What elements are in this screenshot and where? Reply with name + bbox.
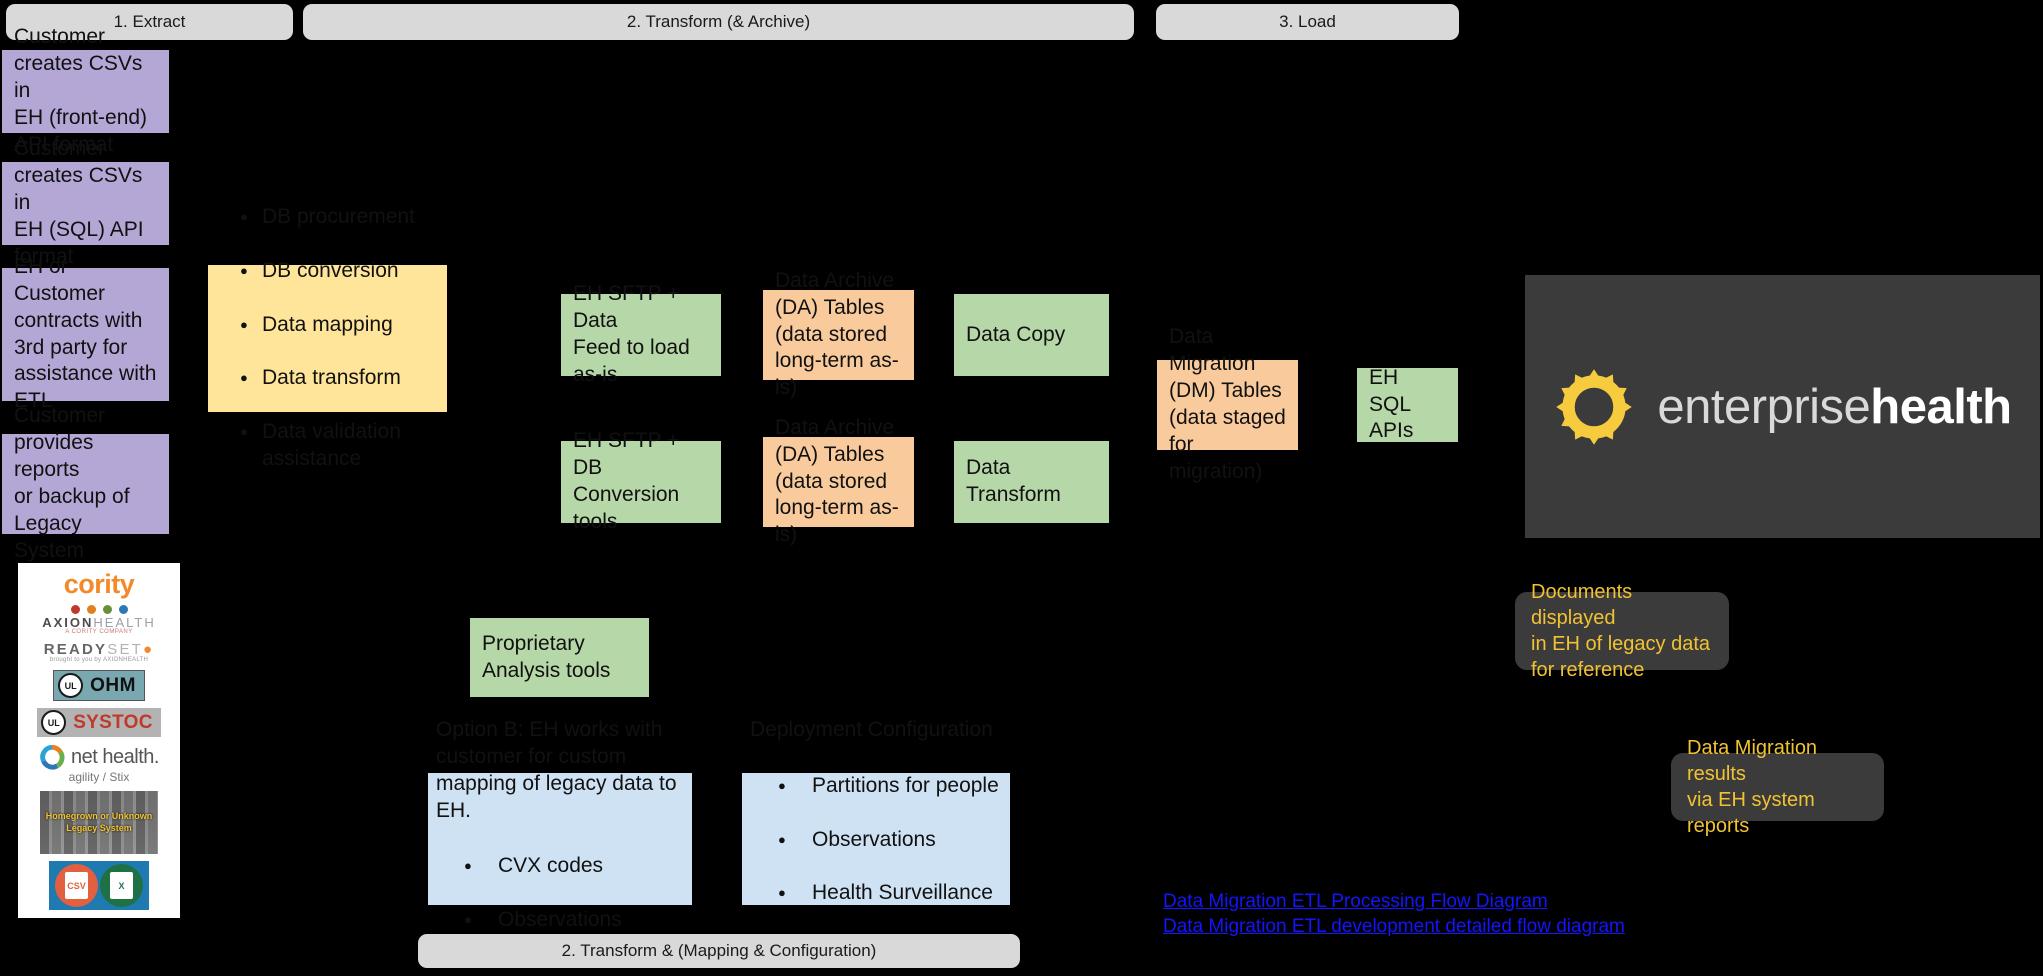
systoc-wordmark: SYSTOC [73, 711, 153, 733]
option-b-item: CVX codes [442, 853, 684, 880]
server-rack-icon [40, 791, 158, 854]
transform-box-da-tables-2[interactable]: Data Archive (DA) Tables (data stored lo… [763, 416, 914, 546]
nethealth-ring-icon [40, 744, 65, 770]
transform-box-da-tables-1[interactable]: Data Archive (DA) Tables (data stored lo… [763, 269, 914, 399]
axion-tagline: A CORITY COMPANY [65, 629, 133, 635]
brand-word-bold: health [1870, 379, 2012, 434]
transform-box-proprietary-analysis[interactable]: Proprietary Analysis tools [470, 618, 649, 697]
third-party-service-item: DB procurement [240, 204, 441, 231]
extract-box-csv-frontend-text: Customer creates CSVs in EH (front-end) … [14, 25, 148, 156]
ul-mark-icon: UL [41, 710, 67, 735]
readyset-logo: READYSET● brought to you by AXIONHEALTH [44, 642, 155, 663]
readyset-suffix: SET [107, 641, 144, 658]
deployment-configuration-panel[interactable]: Deployment Configuration Partitions for … [742, 718, 1010, 958]
third-party-services-list: DB procurement DB conversion Data mappin… [214, 177, 441, 500]
csv-excel-icons: CSV X [49, 861, 149, 910]
transform-box-sftp-dbconv-text: EH SFTP + DB Conversion tools [573, 429, 680, 533]
load-box-dm-tables[interactable]: Data Migration (DM) Tables (data staged … [1157, 325, 1298, 483]
transform-box-data-transform-text: Data Transform [966, 456, 1061, 506]
link-processing-flow-diagram[interactable]: Data Migration ETL Processing Flow Diagr… [1163, 891, 1548, 912]
phase-label-extract: 1. Extract [113, 11, 186, 31]
extract-box-csv-sql[interactable]: Customer creates CSVs in EH (SQL) API fo… [2, 137, 169, 268]
deployment-configuration-item: Partitions for people [756, 773, 1002, 800]
csv-file-icon: CSV [55, 864, 98, 907]
ohm-wordmark: OHM [90, 674, 136, 696]
link-detailed-flow-diagram[interactable]: Data Migration ETL development detailed … [1163, 915, 1625, 937]
phase-pill-transform[interactable]: 2. Transform (& Archive) [303, 4, 1134, 40]
transform-box-sftp-datafeed-text: EH SFTP + Data Feed to load as-is [573, 282, 690, 386]
transform-box-da-tables-1-text: Data Archive (DA) Tables (data stored lo… [775, 268, 899, 400]
option-b-title: Option B: EH works with customer for cus… [436, 718, 677, 822]
axion-suffix: HEALTH [93, 615, 156, 630]
excel-file-icon: X [100, 864, 143, 907]
ul-mark-icon: UL [58, 673, 84, 698]
transform-box-da-tables-2-text: Data Archive (DA) Tables (data stored lo… [775, 415, 899, 547]
ohm-logo: UL OHM [53, 670, 145, 701]
extract-box-csv-frontend[interactable]: Customer creates CSVs in EH (front-end) … [2, 25, 169, 156]
readyset-prefix: READY [43, 641, 108, 658]
enterprisehealth-panel: enterprisehealth [1525, 275, 2040, 538]
axion-dots-icon [42, 605, 156, 614]
deployment-configuration-item: Health Surveillance [756, 880, 1002, 907]
option-b-item: Observations [442, 907, 684, 934]
phase-label-mapping: 2. Transform & (Mapping & Configuration) [561, 940, 877, 960]
phase-label-load: 3. Load [1279, 11, 1336, 31]
third-party-service-item: Data mapping [240, 312, 441, 339]
eh-note-documents-displayed: Documents displayed in EH of legacy data… [1515, 581, 1729, 681]
eh-note-documents-displayed-text: Documents displayed in EH of legacy data… [1531, 581, 1710, 681]
readyset-tagline: brought to you by AXIONHEALTH [49, 657, 149, 663]
deployment-configuration-title: Deployment Configuration [750, 718, 993, 742]
homegrown-caption: Homegrown or Unknown Legacy System [45, 811, 153, 833]
extract-box-third-party-text: EH or Customer contracts with 3rd party … [14, 254, 157, 413]
third-party-service-item: Data transform [240, 365, 441, 392]
phase-pill-extract[interactable]: 1. Extract [6, 4, 293, 40]
axionhealth-logo: AXIONHEALTH A CORITY COMPANY [42, 605, 156, 635]
extract-box-csv-sql-text: Customer creates CSVs in EH (SQL) API fo… [14, 137, 144, 268]
nethealth-logo: net health. agility / Stix [39, 744, 159, 784]
transform-box-data-transform[interactable]: Data Transform [954, 441, 1109, 523]
phase-pill-mapping[interactable]: 2. Transform & (Mapping & Configuration) [418, 934, 1020, 968]
enterprisehealth-logo: enterprisehealth [1525, 275, 2040, 538]
third-party-service-item: Data validation assistance [240, 419, 441, 473]
third-party-service-item: DB conversion [240, 258, 441, 285]
eh-note-migration-results-text: Data Migration results via EH system rep… [1687, 737, 1818, 837]
extract-box-legacy-backup[interactable]: Customer provides reports or backup of L… [2, 404, 169, 562]
systoc-logo: UL SYSTOC [37, 708, 161, 737]
transform-box-proprietary-analysis-text: Proprietary Analysis tools [482, 631, 611, 682]
transform-box-data-copy[interactable]: Data Copy [954, 294, 1109, 376]
deployment-configuration-list: Partitions for people Observations Healt… [750, 746, 1002, 934]
option-b-panel[interactable]: Option B: EH works with customer for cus… [428, 718, 692, 932]
phase-label-transform: 2. Transform (& Archive) [626, 11, 811, 31]
axion-prefix: AXION [42, 615, 94, 630]
eh-note-migration-results: Data Migration results via EH system rep… [1671, 737, 1884, 837]
readyset-dot-icon: ● [143, 641, 155, 658]
document-links: Data Migration ETL Processing Flow Diagr… [1163, 890, 1633, 939]
cority-logo: cority [63, 569, 135, 599]
homegrown-legacy-system-image: Homegrown or Unknown Legacy System [40, 791, 158, 854]
brand-word-light: enterprise [1657, 379, 1871, 434]
load-box-dm-tables-text: Data Migration (DM) Tables (data staged … [1169, 325, 1286, 483]
load-box-eh-sql-apis[interactable]: EH SQL APIs [1357, 366, 1458, 442]
transform-box-sftp-dbconv[interactable]: EH SFTP + DB Conversion tools [561, 429, 721, 533]
nethealth-tagline: agility / Stix [68, 770, 130, 784]
sun-ring-icon [1556, 368, 1633, 445]
load-box-eh-sql-apis-text: EH SQL APIs [1369, 365, 1414, 443]
extract-box-legacy-backup-text: Customer provides reports or backup of L… [14, 404, 130, 562]
transform-box-data-copy-text: Data Copy [966, 322, 1066, 346]
legacy-system-vendor-logos: cority AXIONHEALTH A CORITY COMPANY READ… [18, 563, 180, 918]
deployment-configuration-item: Observations [756, 827, 1002, 854]
enterprisehealth-wordmark: enterprisehealth [1657, 379, 2012, 435]
third-party-services-box[interactable]: DB procurement DB conversion Data mappin… [208, 204, 447, 470]
readyset-wordmark: READYSET● [44, 642, 155, 657]
option-b-list: CVX codes Observations [436, 827, 684, 961]
transform-box-sftp-datafeed[interactable]: EH SFTP + Data Feed to load as-is [561, 282, 721, 386]
axion-wordmark: AXIONHEALTH [42, 616, 156, 629]
extract-box-third-party[interactable]: EH or Customer contracts with 3rd party … [2, 255, 169, 412]
phase-pill-load[interactable]: 3. Load [1156, 4, 1459, 40]
nethealth-wordmark: net health. [71, 746, 159, 768]
